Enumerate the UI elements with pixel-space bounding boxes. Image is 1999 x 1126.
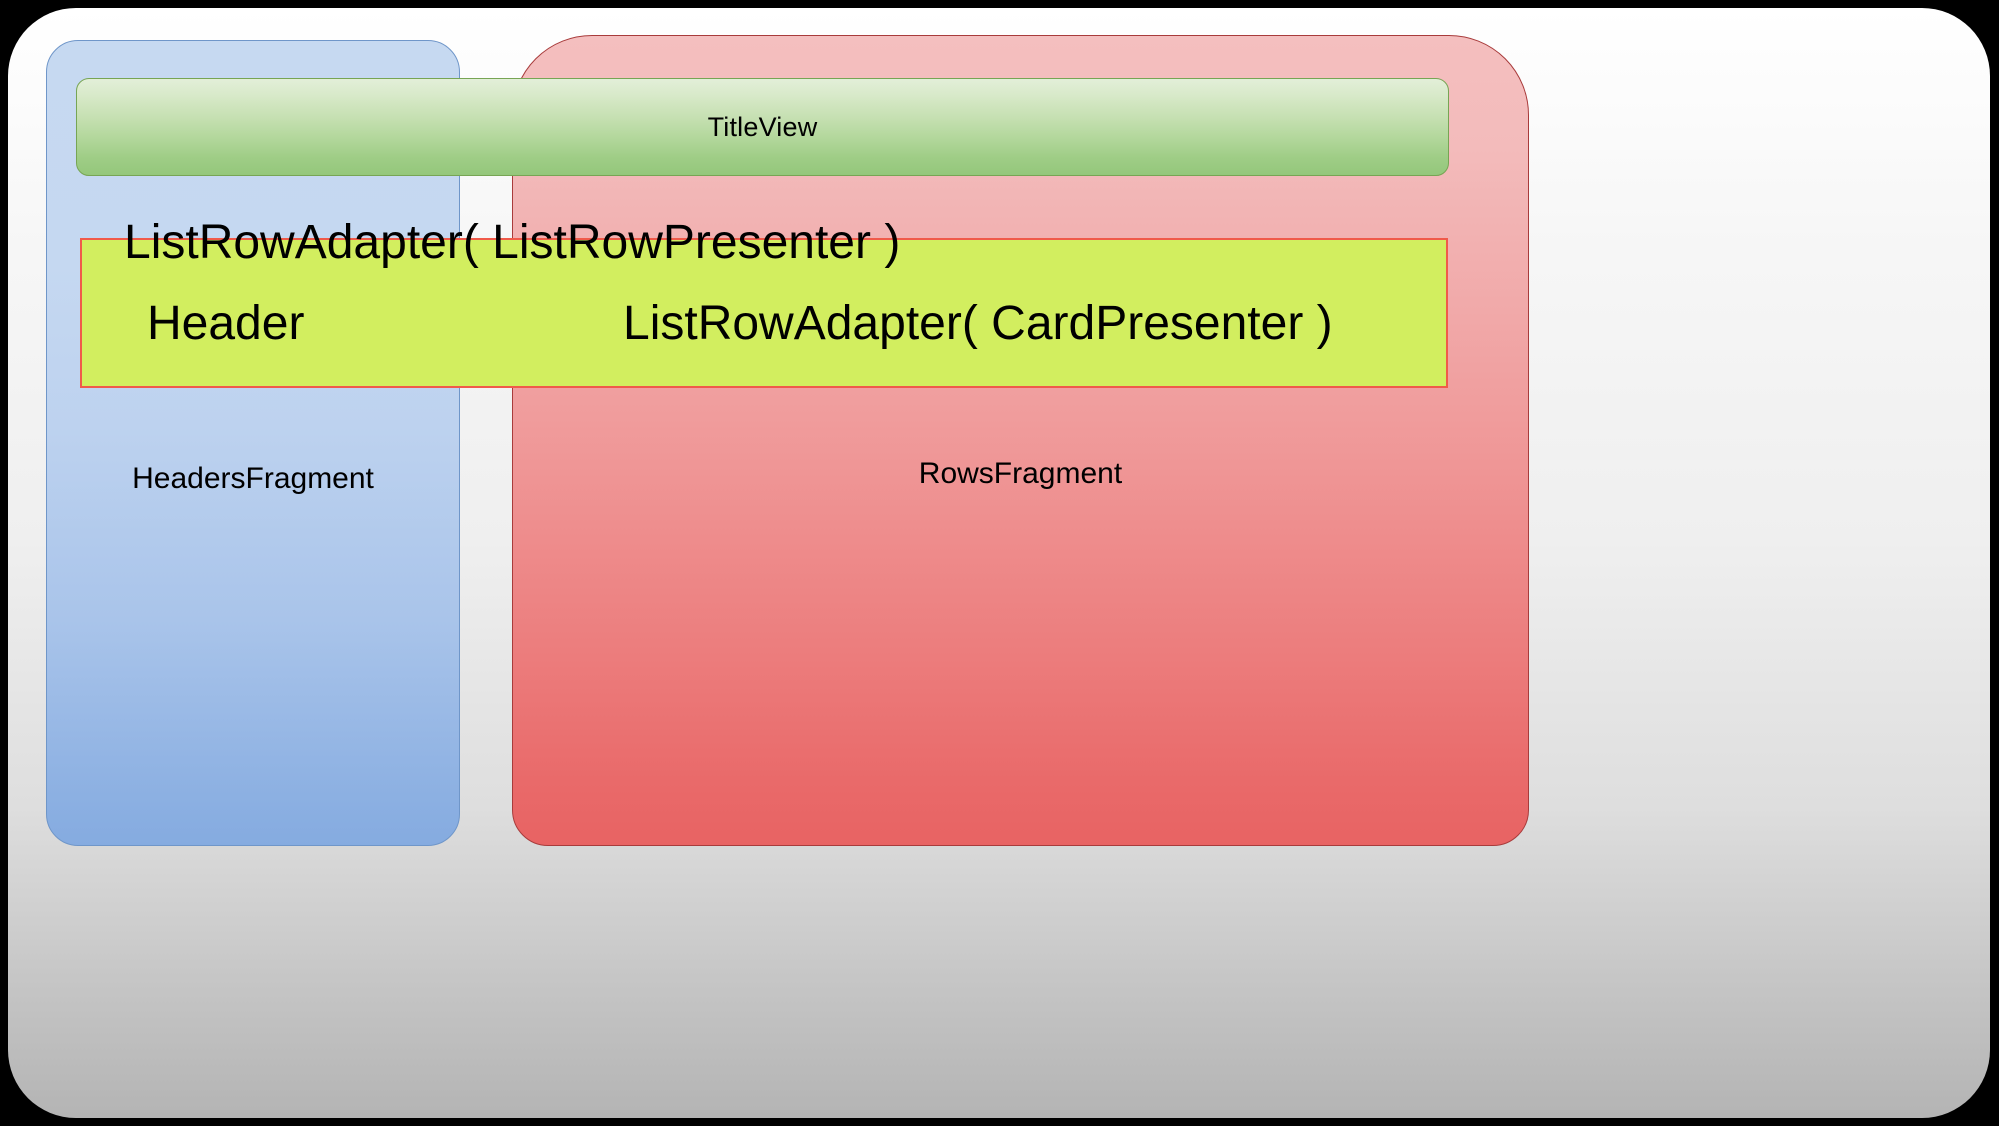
browse-fragment-shell: HeadersFragment RowsFragment TitleView L… [8,8,1990,1118]
list-row-adapter-cardpresenter-label: ListRowAdapter( CardPresenter ) [623,297,1333,350]
list-row-adapter-listrowpresenter-label: ListRowAdapter( ListRowPresenter ) [124,216,901,269]
rows-fragment-label: RowsFragment [918,457,1123,490]
title-view-bar[interactable]: TitleView [76,78,1449,176]
headers-fragment-label: HeadersFragment [132,462,374,495]
list-row-block[interactable] [80,238,1448,388]
title-view-label: TitleView [707,111,818,142]
header-label: Header [147,297,305,350]
